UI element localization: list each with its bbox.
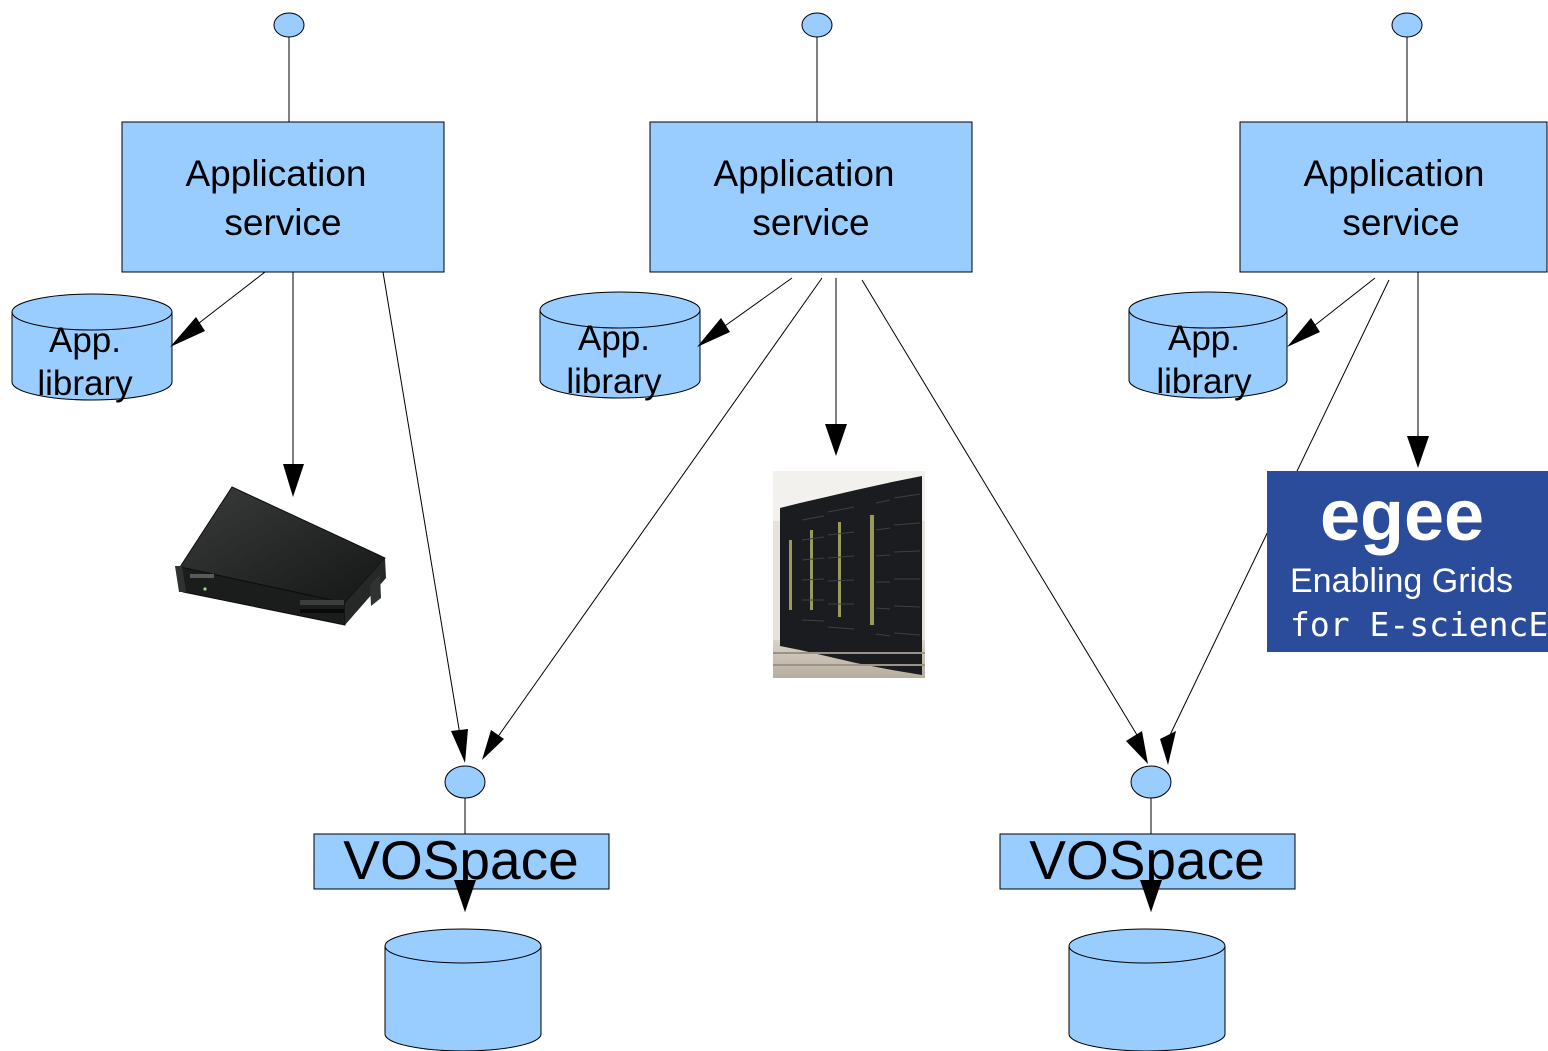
datacenter-racks-icon <box>773 471 925 678</box>
vospace-storage-1 <box>384 928 542 1051</box>
service-label-line2: service <box>224 202 341 243</box>
app-library-1[interactable]: App. library <box>11 293 173 403</box>
service2-to-vospace1 <box>496 277 823 739</box>
application-service-2[interactable]: Application service <box>649 121 973 273</box>
arrowhead <box>283 464 304 497</box>
vospace-storage-2 <box>1068 928 1226 1051</box>
arrowhead <box>1126 731 1148 764</box>
service-label-line1: Application <box>713 153 894 194</box>
vospace-1[interactable]: VOSpace <box>313 765 610 891</box>
arrowhead <box>451 729 468 763</box>
arrowhead <box>170 317 205 347</box>
arrowhead <box>1407 436 1429 468</box>
storage-arrowheads <box>454 880 1162 912</box>
service-label-line2: service <box>1342 202 1459 243</box>
app-library-3[interactable]: App. library <box>1128 291 1288 401</box>
service-endpoints <box>273 12 1423 38</box>
service-label-line1: Application <box>185 153 366 194</box>
connector-lines <box>189 37 1419 834</box>
application-service-3[interactable]: Application service <box>1239 121 1548 273</box>
server-rack-unit-icon <box>175 486 386 626</box>
library-label-line2: library <box>37 364 133 403</box>
endpoint-ellipse <box>801 12 833 38</box>
arrowhead <box>1287 318 1320 347</box>
arrowheads <box>170 317 1429 912</box>
arrowhead <box>825 424 847 456</box>
library-label-line1: App. <box>578 319 650 358</box>
egee-tagline-line2: for E-sciencE <box>1290 605 1548 644</box>
egee-tagline-line1: Enabling Grids <box>1290 562 1513 600</box>
vospace-endpoint <box>444 765 486 799</box>
library-label-line1: App. <box>1168 319 1240 358</box>
vospace-2[interactable]: VOSpace <box>999 765 1296 891</box>
app-library-2[interactable]: App. library <box>539 291 701 401</box>
library-label-line2: library <box>566 362 662 401</box>
arrowhead <box>697 318 730 347</box>
service2-to-library <box>714 277 793 334</box>
egee-logo: egee Enabling Grids for E-sciencE <box>1267 471 1548 652</box>
service2-to-vospace2 <box>861 279 1138 736</box>
service1-to-vospace1 <box>382 271 461 736</box>
arrowhead <box>1160 731 1176 765</box>
endpoint-ellipse <box>1391 12 1423 38</box>
library-label-line2: library <box>1156 362 1252 401</box>
application-service-1[interactable]: Application service <box>121 121 445 273</box>
service1-to-library <box>189 271 266 331</box>
library-label-line1: App. <box>49 321 121 360</box>
egee-wordmark: egee <box>1320 476 1484 556</box>
endpoint-ellipse <box>273 12 305 38</box>
service-label-line1: Application <box>1303 153 1484 194</box>
arrowhead <box>482 730 504 760</box>
service3-to-library <box>1304 277 1376 334</box>
service-label-line2: service <box>752 202 869 243</box>
vospace-endpoint <box>1130 765 1172 799</box>
